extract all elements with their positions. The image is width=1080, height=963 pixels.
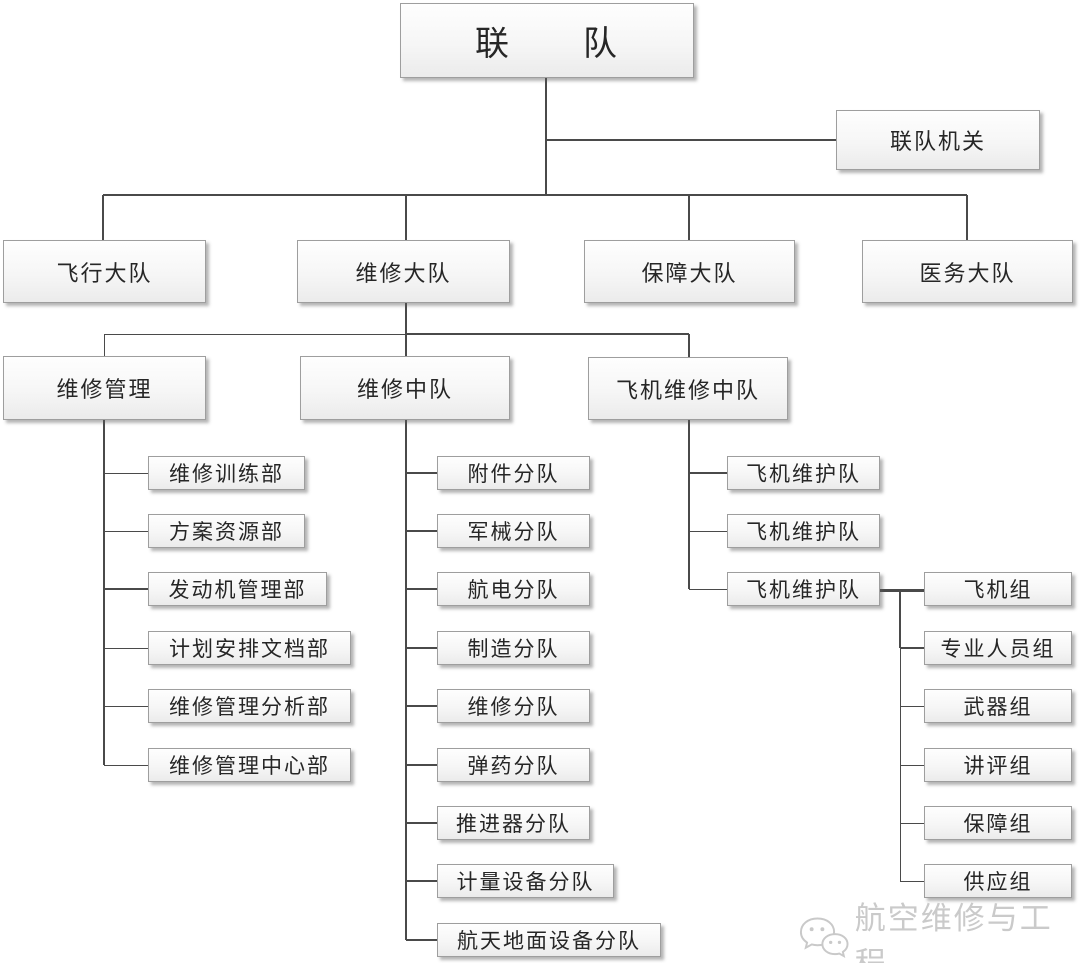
org-node-hangtian-dimian-shebei-fendui: 航天地面设备分队: [437, 923, 661, 957]
connector-h-32: [689, 588, 727, 590]
connector-v-4: [405, 195, 407, 240]
connector-v-7: [405, 303, 407, 356]
connector-h-23: [406, 647, 437, 649]
org-node-weixiu-dadui: 维修大队: [297, 240, 510, 303]
org-node-feiji-weihu-dui-3: 飞机维护队: [727, 572, 880, 606]
org-node-yiwu-dadui: 医务大队: [862, 240, 1073, 303]
connector-v-34: [899, 589, 901, 648]
connector-h-24: [406, 705, 437, 707]
connector-v-29: [688, 420, 690, 589]
org-node-feixing-dadui: 飞行大队: [3, 240, 206, 303]
connector-h-20: [406, 472, 437, 474]
connector-v-11: [688, 334, 690, 357]
org-node-junxie-fendui: 军械分队: [437, 514, 590, 548]
org-node-baozhang-zu: 保障组: [924, 806, 1072, 840]
connector-v-12: [103, 420, 105, 765]
connector-h-33: [879, 588, 924, 592]
connector-h-21: [406, 530, 437, 532]
org-node-hangdian-fendui: 航电分队: [437, 572, 590, 606]
org-node-fadongji-guanli-bu: 发动机管理部: [148, 572, 327, 606]
org-node-zhuanye-renyuan-zu: 专业人员组: [924, 631, 1072, 665]
connector-h-38: [900, 764, 924, 766]
connector-h-37: [900, 705, 924, 707]
connector-h-31: [689, 530, 727, 532]
connector-v-5: [688, 195, 690, 240]
org-node-liandui-jiguan: 联队机关: [836, 110, 1040, 170]
connector-h-17: [104, 705, 148, 707]
org-node-zhizao-fendui: 制造分队: [437, 631, 590, 665]
connector-h-8: [104, 333, 406, 335]
connector-v-3: [102, 195, 104, 240]
connector-h-2: [103, 194, 967, 196]
connector-h-26: [406, 822, 437, 824]
connector-h-27: [406, 880, 437, 882]
connector-h-15: [104, 588, 148, 590]
org-node-liandui: 联 队: [400, 3, 694, 78]
org-node-danyao-fendui: 弹药分队: [437, 748, 590, 782]
org-node-weixiu-guanli: 维修管理: [3, 356, 206, 420]
connector-h-9: [406, 333, 689, 335]
org-node-feiji-weihu-dui-1: 飞机维护队: [727, 456, 880, 490]
connector-h-16: [104, 647, 148, 649]
connector-h-22: [406, 588, 437, 590]
org-node-wuqi-zu: 武器组: [924, 689, 1072, 723]
org-node-weixiu-guanli-zhongxin-bu: 维修管理中心部: [148, 748, 351, 782]
org-node-baozhang-dadui: 保障大队: [584, 240, 795, 303]
org-node-jiliang-shebei-fendui: 计量设备分队: [437, 864, 614, 898]
connector-h-39: [900, 822, 924, 824]
org-node-fujian-fendui: 附件分队: [437, 456, 590, 490]
wechat-icon: [799, 917, 849, 958]
org-node-feiji-zu: 飞机组: [924, 572, 1072, 606]
org-node-weixiu-xunlian-bu: 维修训练部: [148, 456, 305, 490]
connector-h-14: [104, 530, 148, 532]
org-node-tuijinqi-fendui: 推进器分队: [437, 806, 590, 840]
org-node-weixiu-zhongdui: 维修中队: [300, 356, 510, 420]
connector-h-30: [689, 472, 727, 474]
connector-v-10: [103, 334, 105, 356]
org-node-feiji-weihu-dui-2: 飞机维护队: [727, 514, 880, 548]
connector-h-1: [546, 139, 836, 141]
connector-v-6: [966, 195, 968, 240]
watermark: 航空维修与工程: [798, 893, 1080, 963]
org-node-fangan-ziyuan-bu: 方案资源部: [148, 514, 305, 548]
connector-v-0: [545, 78, 547, 196]
connector-v-19: [405, 420, 407, 940]
connector-h-13: [104, 472, 148, 474]
org-node-jihua-anpai-wendang-bu: 计划安排文档部: [148, 631, 351, 665]
watermark-text: 航空维修与工程: [854, 901, 1053, 963]
org-node-weixiu-guanli-fenxi-bu: 维修管理分析部: [148, 689, 351, 723]
org-node-feiji-weixiu-zhongdui: 飞机维修中队: [588, 357, 788, 420]
connector-h-18: [104, 764, 148, 766]
connector-h-25: [406, 764, 437, 766]
connector-h-40: [900, 880, 924, 882]
org-node-jiangping-zu: 讲评组: [924, 748, 1072, 782]
org-node-gongying-zu: 供应组: [924, 864, 1072, 898]
org-node-weixiu-fendui: 维修分队: [437, 689, 590, 723]
connector-h-28: [406, 939, 437, 941]
connector-h-36: [900, 647, 924, 649]
